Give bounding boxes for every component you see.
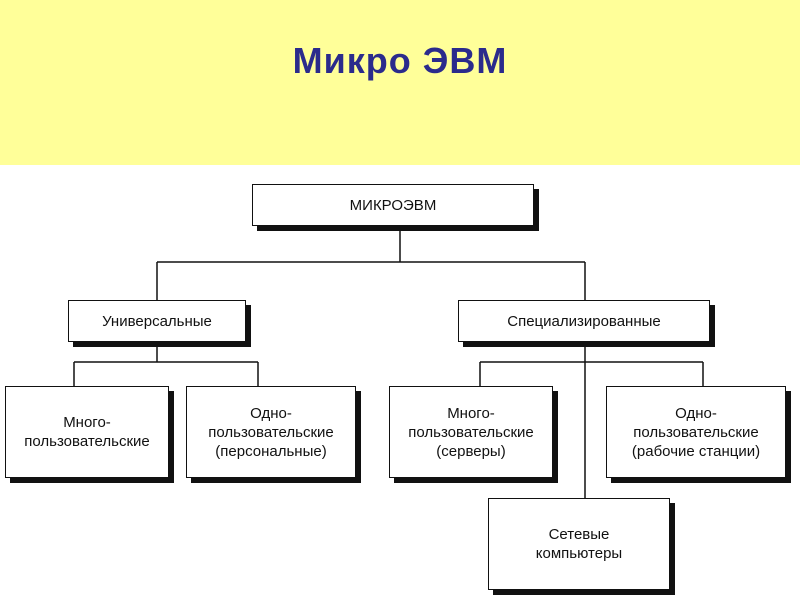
title-banner: [0, 0, 800, 165]
node-network-computers-label: Сетевые компьютеры: [535, 526, 623, 562]
node-specialized-singleuser-label: Одно- пользовательские (рабочие станции): [631, 404, 761, 460]
node-universal-singleuser: Одно- пользовательские (персональные): [186, 386, 356, 478]
node-universal-singleuser-label: Одно- пользовательские (персональные): [208, 404, 334, 460]
node-microcomputer: МИКРОЭВМ: [252, 184, 534, 226]
node-microcomputer-label: МИКРОЭВМ: [349, 196, 437, 214]
node-specialized-multiuser-label: Много- пользовательские (серверы): [408, 404, 534, 460]
node-specialized: Специализированные: [458, 300, 710, 342]
node-specialized-label: Специализированные: [507, 312, 661, 330]
node-universal: Универсальные: [68, 300, 246, 342]
node-network-computers: Сетевые компьютеры: [488, 498, 670, 590]
node-specialized-multiuser: Много- пользовательские (серверы): [389, 386, 553, 478]
page-title: Микро ЭВМ: [292, 40, 508, 81]
node-universal-multiuser: Много- пользовательские: [5, 386, 169, 478]
node-specialized-singleuser: Одно- пользовательские (рабочие станции): [606, 386, 786, 478]
node-universal-label: Универсальные: [102, 312, 212, 330]
node-universal-multiuser-label: Много- пользовательские: [24, 414, 150, 450]
